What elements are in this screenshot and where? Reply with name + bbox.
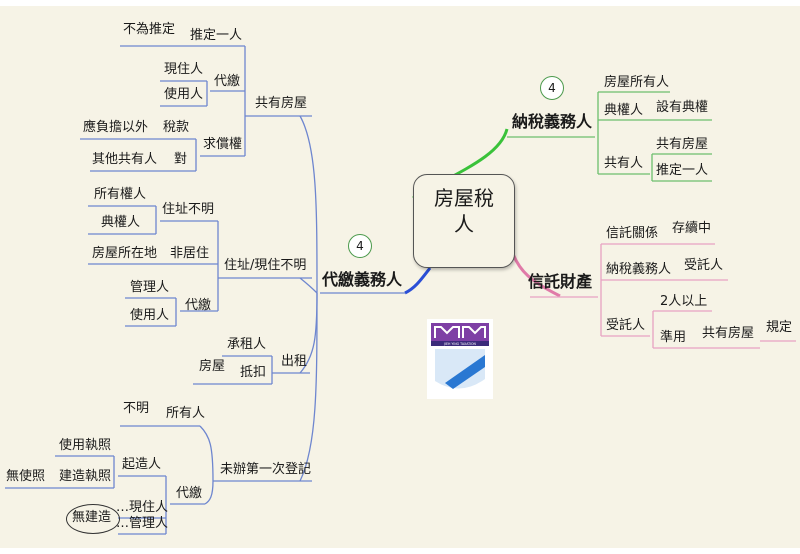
node-pay-on-behalf-1[interactable]: 代繳 bbox=[214, 74, 241, 89]
node-owner-right[interactable]: 所有權人 bbox=[94, 187, 147, 202]
node-owner-3[interactable]: 所有人 bbox=[166, 406, 206, 421]
node-current-resident-1[interactable]: 現住人 bbox=[164, 62, 204, 77]
node-presume-one[interactable]: 推定一人 bbox=[656, 163, 709, 178]
node-trust-obligor[interactable]: 納稅義務人 bbox=[606, 262, 672, 277]
node-rental[interactable]: 出租 bbox=[281, 354, 308, 369]
company-logo: JIEH YING TAXATION bbox=[427, 319, 493, 399]
node-regulation[interactable]: 規定 bbox=[766, 320, 793, 335]
node-user-2[interactable]: 使用人 bbox=[130, 308, 170, 323]
logo-text: JIEH YING TAXATION bbox=[443, 342, 476, 346]
node-presume-one-left[interactable]: 推定一人 bbox=[190, 28, 243, 43]
node-pawn-right-set[interactable]: 設有典權 bbox=[656, 100, 709, 115]
central-topic-house-tax-payer[interactable]: 房屋稅 人 bbox=[413, 174, 515, 268]
node-house-owner[interactable]: 房屋所有人 bbox=[604, 75, 670, 90]
node-house-location[interactable]: 房屋所在地 bbox=[92, 246, 158, 261]
node-pay-on-behalf-2[interactable]: 代繳 bbox=[185, 298, 212, 313]
node-unknown[interactable]: 不明 bbox=[123, 401, 150, 416]
node-not-presumed[interactable]: 不為推定 bbox=[123, 22, 176, 37]
node-current-resident-3[interactable]: …現住人 bbox=[116, 500, 169, 515]
node-against[interactable]: 對 bbox=[174, 152, 188, 167]
node-use-license[interactable]: 使用執照 bbox=[59, 438, 112, 453]
central-topic-label: 房屋稅 人 bbox=[434, 186, 494, 236]
node-build-license[interactable]: 建造執照 bbox=[59, 469, 112, 484]
node-trust-relation[interactable]: 信託關係 bbox=[606, 226, 659, 241]
node-trustee-note[interactable]: 受託人 bbox=[684, 258, 724, 273]
node-pay-on-behalf-3[interactable]: 代繳 bbox=[176, 486, 203, 501]
node-existing[interactable]: 存續中 bbox=[672, 221, 712, 236]
node-non-resident[interactable]: 非居住 bbox=[170, 246, 210, 261]
node-co-owner[interactable]: 共有人 bbox=[604, 156, 644, 171]
node-addr-unknown[interactable]: 住址不明 bbox=[162, 202, 215, 217]
node-pawnee[interactable]: 典權人 bbox=[604, 103, 644, 118]
node-manager-1[interactable]: 管理人 bbox=[130, 280, 170, 295]
node-claim-right[interactable]: 求償權 bbox=[203, 137, 243, 152]
node-unregistered[interactable]: 未辦第一次登記 bbox=[220, 462, 312, 477]
badge-count-tax: 4 bbox=[540, 76, 564, 100]
node-pawnee-left[interactable]: 典權人 bbox=[101, 215, 141, 230]
node-co-owned-house[interactable]: 共有房屋 bbox=[656, 137, 709, 152]
node-two-or-more[interactable]: 2人以上 bbox=[660, 294, 708, 309]
topic-trust-property[interactable]: 信託財產 bbox=[528, 272, 593, 291]
node-address-unknown[interactable]: 住址/現住不明 bbox=[224, 258, 307, 273]
badge-count-agent: 4 bbox=[348, 234, 372, 258]
topic-tax-obligor[interactable]: 納稅義務人 bbox=[512, 112, 593, 131]
node-tenant[interactable]: 承租人 bbox=[227, 337, 267, 352]
node-user-1[interactable]: 使用人 bbox=[164, 87, 204, 102]
node-house[interactable]: 房屋 bbox=[199, 359, 226, 374]
node-deduct[interactable]: 抵扣 bbox=[240, 365, 267, 380]
node-manager-3[interactable]: …管理人 bbox=[116, 516, 169, 531]
node-no-build-license[interactable]: 無建造 bbox=[72, 510, 112, 525]
node-co-owned-house-left[interactable]: 共有房屋 bbox=[255, 96, 308, 111]
node-beyond-share[interactable]: 應負擔以外 bbox=[83, 120, 149, 135]
node-tax-amount[interactable]: 稅款 bbox=[163, 120, 190, 135]
connector-lines bbox=[5, 45, 796, 535]
node-co-owned-house-rule[interactable]: 共有房屋 bbox=[702, 326, 755, 341]
node-other-co-owners[interactable]: 其他共有人 bbox=[92, 152, 158, 167]
topic-agent-obligor[interactable]: 代繳義務人 bbox=[322, 270, 403, 289]
callout-ellipse bbox=[66, 504, 120, 534]
node-no-use-license[interactable]: 無使照 bbox=[6, 469, 46, 484]
node-apply-mutatis[interactable]: 準用 bbox=[660, 330, 687, 345]
node-builder[interactable]: 起造人 bbox=[122, 457, 162, 472]
node-trustee[interactable]: 受託人 bbox=[606, 318, 646, 333]
mind-map-canvas: 房屋稅 人 4 納稅義務人 房屋所有人 典權人 設有典權 共有人 共有房屋 推定… bbox=[0, 6, 800, 548]
